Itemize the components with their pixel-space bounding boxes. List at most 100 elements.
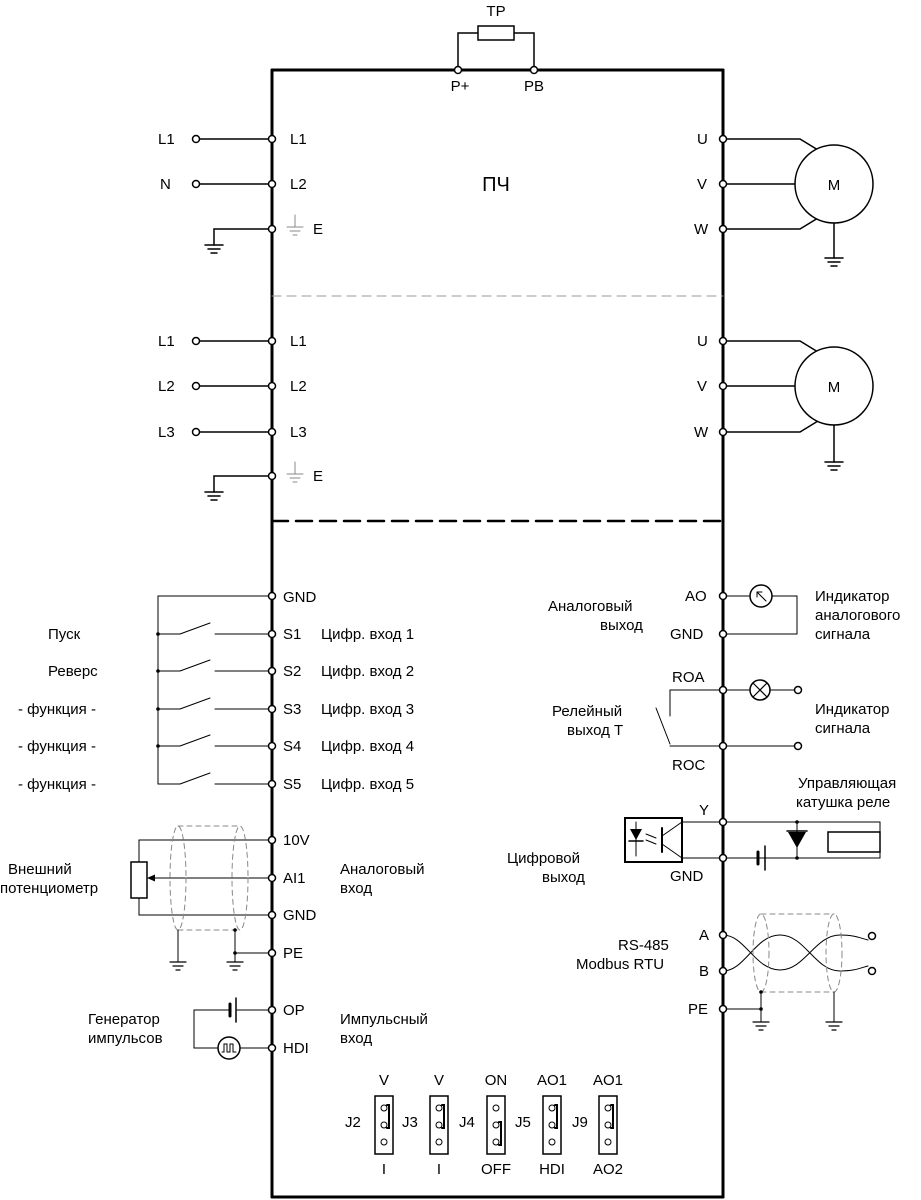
function-label-4: - функция -: [18, 738, 96, 755]
jumpers: V J2 I V J3 I ON J4 OFF: [345, 1072, 623, 1178]
switch-s1: [157, 622, 273, 635]
rs485-label-line1: RS-485: [618, 937, 669, 954]
source-l1: L1: [158, 131, 175, 148]
jumper-top-label: V: [379, 1072, 389, 1089]
switch-s3: [157, 697, 273, 710]
terminal-pe: PE: [283, 945, 303, 962]
single-phase-input: L1 N L1 L2 E: [158, 131, 323, 254]
terminal-s3: S3: [283, 701, 301, 718]
three-phase-motor-output: U V W M: [694, 333, 874, 471]
terminal-gnd: GND: [283, 907, 317, 924]
ground-icon: [204, 244, 224, 254]
switch-s5: [157, 772, 273, 785]
relay-coil-icon: [827, 831, 881, 853]
ground-icon: [226, 961, 244, 971]
terminal-l1: L1: [290, 131, 307, 148]
digital-output-label-line1: Цифровой: [507, 850, 580, 867]
ground-icon: [204, 491, 224, 501]
analog-indicator-label-line3: сигнала: [815, 626, 871, 643]
pulse-generator-icon: [217, 1036, 241, 1060]
motor-label: M: [828, 379, 841, 396]
ground-icon: [824, 461, 844, 471]
coil-label-line2: катушка реле: [796, 794, 890, 811]
terminal-w: W: [694, 424, 709, 441]
ground-icon: [825, 1021, 843, 1031]
function-label-1: Пуск: [48, 626, 81, 643]
terminal-u: U: [697, 131, 708, 148]
analog-output-label-line2: выход: [600, 617, 643, 634]
jumper-j3[interactable]: V J3 I: [402, 1072, 449, 1178]
jumper-top-label: AO1: [537, 1072, 567, 1089]
terminal-w: W: [694, 221, 709, 238]
terminal-roc: ROC: [672, 757, 706, 774]
switch-s4: [157, 734, 273, 747]
jumper-top-label: V: [434, 1072, 444, 1089]
jumper-bottom-label: I: [437, 1161, 441, 1178]
function-label-5: - функция -: [18, 776, 96, 793]
input-desc-4: Цифр. вход 4: [321, 738, 414, 755]
source-n: N: [160, 176, 171, 193]
terminal-ai1: AI1: [283, 870, 306, 887]
terminal-op: OP: [283, 1002, 305, 1019]
digital-output: Управляющая катушка реле Y GND Цифровой …: [507, 775, 896, 886]
signal-indicator-label-line2: сигнала: [815, 720, 871, 737]
switch-s2: [157, 659, 273, 672]
jumper-j4[interactable]: ON J4 OFF: [459, 1072, 511, 1178]
jumper-bottom-label: AO2: [593, 1161, 623, 1178]
terminal-p-plus: P+: [451, 78, 470, 95]
potentiometer-icon: [130, 861, 148, 899]
input-desc-3: Цифр. вход 3: [321, 701, 414, 718]
jumper-top-label: AO1: [593, 1072, 623, 1089]
terminal-a: A: [699, 927, 709, 944]
diode-icon: [788, 832, 806, 848]
jumper-j5[interactable]: AO1 J5 HDI: [515, 1072, 567, 1178]
pulse-input: Генератор импульсов OP HDI Импульсный вх…: [88, 997, 428, 1060]
terminal-l2: L2: [290, 176, 307, 193]
pulse-input-desc-line1: Импульсный: [340, 1011, 428, 1028]
ground-icon: [824, 257, 844, 267]
motor-label: M: [828, 177, 841, 194]
terminal-gnd: GND: [670, 626, 704, 643]
vfd-label: ПЧ: [482, 174, 510, 196]
rs485: RS-485 Modbus RTU A B PE: [576, 913, 877, 1031]
terminal-l1: L1: [290, 333, 307, 350]
ext-pot-label-line2: потенциометр: [0, 880, 98, 897]
jumper-bottom-label: I: [382, 1161, 386, 1178]
braking-resistor: TP P+ PB: [451, 3, 544, 95]
jumper-top-label: ON: [485, 1072, 508, 1089]
terminal-gnd: GND: [670, 868, 704, 885]
terminal-v: V: [697, 176, 707, 193]
jumper-name: J5: [515, 1114, 531, 1131]
jumper-j9[interactable]: AO1 J9 AO2: [572, 1072, 623, 1178]
pulse-input-desc-line2: вход: [340, 1030, 372, 1047]
rs485-label-line2: Modbus RTU: [576, 956, 664, 973]
source-l2: L2: [158, 378, 175, 395]
relay-label-line1: Релейный: [552, 703, 622, 720]
terminal-hdi: HDI: [283, 1040, 309, 1057]
input-desc-1: Цифр. вход 1: [321, 626, 414, 643]
source-l3: L3: [158, 424, 175, 441]
jumper-j2[interactable]: V J2 I: [345, 1072, 394, 1178]
shield-icon: [752, 913, 843, 993]
relay-output: ROA ROC Релейный выход Т Индикатор сигна…: [552, 669, 890, 774]
pulse-gen-label-line2: импульсов: [88, 1030, 163, 1047]
jumper-bottom-label: OFF: [481, 1161, 511, 1178]
function-label-2: Реверс: [48, 663, 98, 680]
terminal-b: B: [699, 963, 709, 980]
jumper-name: J4: [459, 1114, 475, 1131]
input-desc-5: Цифр. вход 5: [321, 776, 414, 793]
ground-icon: [169, 961, 187, 971]
twisted-pair-a: [722, 934, 869, 971]
terminal-s5: S5: [283, 776, 301, 793]
terminal-ao: AO: [685, 588, 707, 605]
analog-indicator-label-line1: Индикатор: [815, 588, 890, 605]
terminal-s4: S4: [283, 738, 301, 755]
optocoupler-icon: [624, 817, 683, 863]
pulse-gen-label-line1: Генератор: [88, 1011, 160, 1028]
function-label-3: - функция -: [18, 701, 96, 718]
relay-label-line2: выход Т: [567, 722, 623, 739]
twisted-pair-b: [722, 934, 869, 972]
signal-indicator-label-line1: Индикатор: [815, 701, 890, 718]
digital-output-label-line2: выход: [542, 869, 585, 886]
